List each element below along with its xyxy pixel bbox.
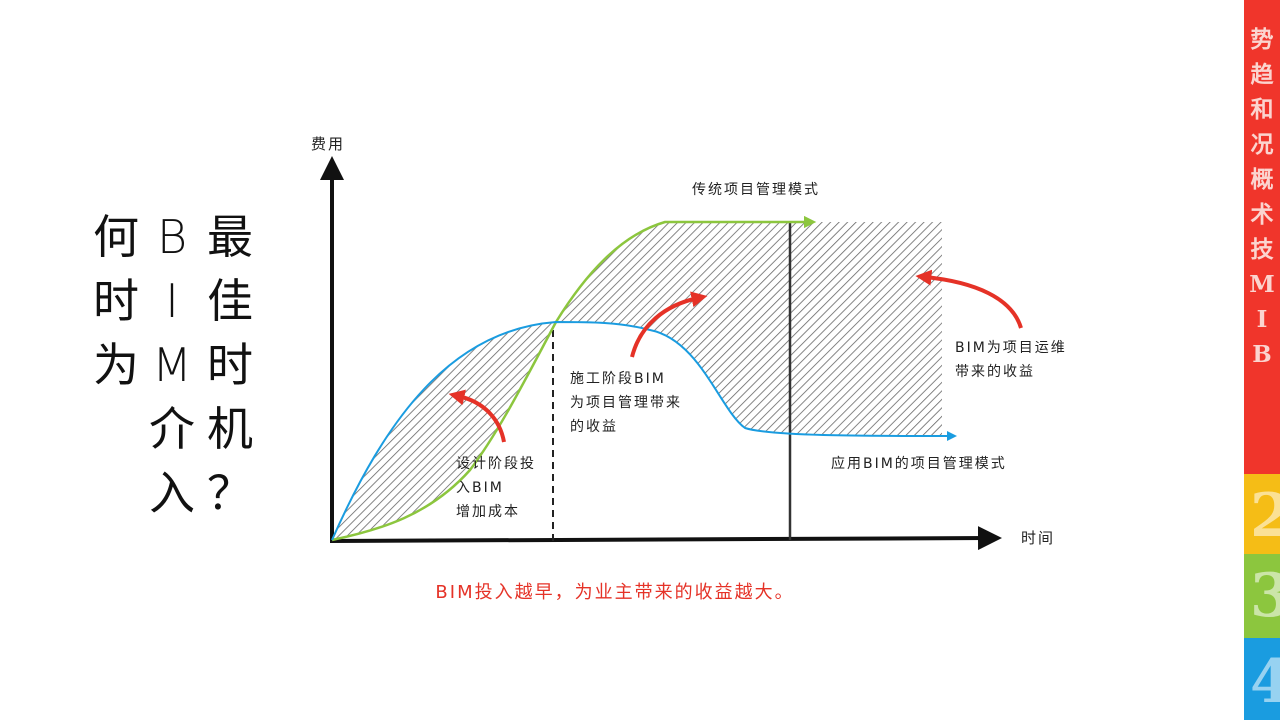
title-char: 入 xyxy=(149,466,195,520)
tab-section-3[interactable]: 3 xyxy=(1244,554,1280,638)
title-char: 时 xyxy=(207,338,253,392)
hatch-design-cost xyxy=(332,322,556,540)
tab-section-1[interactable]: 势 趋 和 况 概 术 技 M I B xyxy=(1244,0,1280,474)
x-axis-label: 时间 xyxy=(1021,529,1056,547)
annotation-line: 带来的收益 xyxy=(955,364,1035,380)
tab-char: 势 xyxy=(1250,26,1274,53)
tab-char: 趋 xyxy=(1250,61,1274,88)
red-arrow-operation xyxy=(915,269,1023,329)
page-title-col-2: B I M 介 入 xyxy=(144,205,200,525)
red-arrow-construction xyxy=(630,291,708,358)
annotation-line: 为项目管理带来 xyxy=(570,395,682,411)
annotation-construction-benefit: 施工阶段BIM 为项目管理带来 的收益 xyxy=(570,367,682,439)
conclusion-caption: BIM投入越早，为业主带来的收益越大。 xyxy=(435,582,795,603)
cost-benefit-diagram xyxy=(320,156,1023,551)
title-char: 佳 xyxy=(207,274,253,328)
tab-char: B xyxy=(1252,341,1272,368)
tab-char: I xyxy=(1256,306,1268,333)
tab-char: 概 xyxy=(1250,166,1274,193)
title-char: 最 xyxy=(207,210,253,264)
tab-section-2-number: 2 xyxy=(1250,481,1280,551)
annotation-line: BIM为项目运维 xyxy=(955,340,1067,356)
tab-section-3-number: 3 xyxy=(1250,561,1280,631)
title-char: I xyxy=(165,274,179,328)
title-char: 介 xyxy=(149,402,195,456)
annotation-line: 的收益 xyxy=(570,419,618,435)
title-char: ？ xyxy=(207,466,253,520)
tab-char: 况 xyxy=(1250,131,1274,158)
title-char: 为 xyxy=(93,338,139,392)
tab-section-2[interactable]: 2 xyxy=(1244,474,1280,554)
page-title-col-1: 何 时 为 xyxy=(88,205,144,397)
tab-section-4-number: 4 xyxy=(1250,647,1280,717)
x-axis xyxy=(329,526,1002,551)
hatch-construction-benefit xyxy=(556,222,790,434)
traditional-curve-label: 传统项目管理模式 xyxy=(692,182,820,198)
hatch-operation-benefit xyxy=(790,222,942,436)
annotation-line: 设计阶段投 xyxy=(456,456,536,472)
annotation-line: 增加成本 xyxy=(456,504,520,520)
title-char: 机 xyxy=(207,402,253,456)
annotation-line: 施工阶段BIM xyxy=(570,371,666,387)
title-char: 何 xyxy=(93,210,139,264)
page-title-col-3: 最 佳 时 机 ？ xyxy=(202,205,258,525)
tab-char: 技 xyxy=(1250,236,1274,263)
section-sidebar: 势 趋 和 况 概 术 技 M I B 2 3 4 xyxy=(1244,0,1280,720)
title-char: B xyxy=(156,210,188,264)
annotation-operation-benefit: BIM为项目运维 带来的收益 xyxy=(955,336,1067,384)
tab-section-4[interactable]: 4 xyxy=(1244,638,1280,720)
tab-char: 和 xyxy=(1250,96,1274,123)
bim-curve-label: 应用BIM的项目管理模式 xyxy=(831,456,1007,472)
traditional-curve xyxy=(331,215,817,542)
tab-char: 术 xyxy=(1250,201,1274,228)
red-arrow-design xyxy=(448,389,506,443)
title-char: 时 xyxy=(93,274,139,328)
annotation-line: 入BIM xyxy=(456,480,504,496)
tab-section-1-label: 势 趋 和 况 概 术 技 M I B xyxy=(1244,22,1280,372)
annotation-design-cost: 设计阶段投 入BIM 增加成本 xyxy=(456,452,536,524)
bim-curve xyxy=(331,320,957,541)
y-axis-label: 费用 xyxy=(311,135,346,153)
tab-char: M xyxy=(1249,271,1275,298)
title-char: M xyxy=(152,338,192,392)
